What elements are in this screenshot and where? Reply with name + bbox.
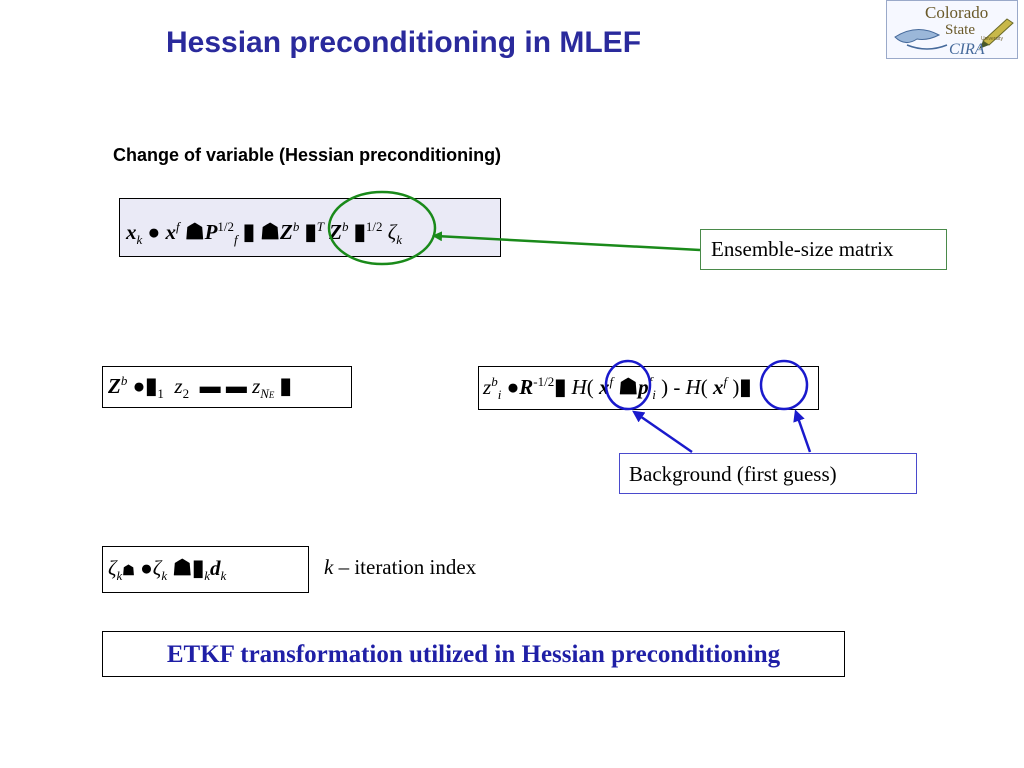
- column-definition-equation: zbi ●R-1/2▮ H( xf ☗pfi ) - H( xf )▮: [478, 366, 819, 410]
- eq1-content: xk ● xf ☗P1/2f ▮ ☗Zb ▮T Zb ▮1/2 ζk: [126, 219, 403, 248]
- eq4-d: d: [209, 556, 221, 580]
- logo-text-colorado: Colorado: [925, 3, 988, 22]
- eq3-sup-f1: f: [609, 374, 614, 389]
- eq1-Z2: Z: [329, 220, 342, 244]
- eq2-sub-N: N: [260, 386, 269, 402]
- eq3-R: R: [519, 375, 534, 399]
- logo-text-university: University: [981, 36, 1003, 42]
- eq3-minus: -: [668, 375, 686, 399]
- eq3-neg-half: -1/2: [533, 374, 555, 389]
- eq3-open2: (: [700, 375, 708, 399]
- background-first-guess-label: Background (first guess): [619, 453, 917, 494]
- eq4-sub-k1: k: [116, 568, 123, 584]
- eq3-x2: x: [713, 375, 724, 399]
- eq4-zeta2: ζ: [152, 556, 162, 580]
- eq2-Z: Z: [108, 374, 121, 398]
- logo-graphic: Colorado State University CIRA: [894, 3, 1014, 58]
- eq4-sub-k2: k: [161, 568, 168, 584]
- eq4-sub-k4: k: [220, 568, 227, 584]
- logo-text-state: State: [945, 22, 975, 38]
- section-subtitle: Change of variable (Hessian precondition…: [113, 145, 502, 165]
- eq3-H1: H: [571, 375, 587, 399]
- logo-text-cira: CIRA: [949, 41, 985, 58]
- eq3-H2: H: [685, 375, 701, 399]
- ensemble-matrix-equation: Zb ●▮1 z2 ▬ ▬ zNE ▮: [102, 366, 352, 408]
- eq3-content: zbi ●R-1/2▮ H( xf ☗pfi ) - H( xf )▮: [483, 374, 752, 403]
- eq1-sup-f: f: [175, 219, 180, 234]
- eq2-sub-2: 2: [182, 386, 190, 402]
- eq3-p: p: [638, 375, 649, 399]
- eq1-x: x: [126, 220, 137, 244]
- eq4-zeta1: ζ: [108, 556, 117, 580]
- eq3-z: z: [483, 375, 492, 399]
- eq2-z2: z: [174, 374, 183, 398]
- blue-arrow-left: [632, 410, 693, 454]
- eq1-P: P: [204, 220, 218, 244]
- csu-cira-logo: Colorado State University CIRA: [886, 0, 1018, 59]
- eq3-close1: ): [661, 375, 669, 399]
- eq4-content: ζk☗ ●ζk ☗▮kdk: [108, 555, 227, 584]
- eq1-sup-b2: b: [342, 219, 349, 234]
- eq1-sub-k2: k: [396, 232, 403, 248]
- eq3-sup-b: b: [491, 374, 498, 389]
- eq3-x1: x: [599, 375, 610, 399]
- blue-arrow-right: [793, 409, 812, 453]
- eq3-open1: (: [586, 375, 594, 399]
- iteration-k: k: [324, 555, 334, 579]
- eq1-zeta: ζ: [387, 220, 397, 244]
- eq2-sup-b: b: [120, 373, 128, 388]
- eq1-half: 1/2: [217, 219, 235, 234]
- eq2-zN: z: [252, 374, 261, 398]
- eq4-sub-k3: k: [204, 568, 210, 584]
- eq1-blot: ☗: [184, 219, 205, 244]
- change-of-variable-equation: xk ● xf ☗P1/2f ▮ ☗Zb ▮T Zb ▮1/2 ζk: [119, 198, 501, 257]
- eq2-sub-E: E: [268, 390, 275, 401]
- slide-title: Hessian preconditioning in MLEF: [166, 26, 642, 59]
- eq3-sup-f3: f: [723, 374, 728, 389]
- ensemble-size-label: Ensemble-size matrix: [700, 229, 947, 270]
- eq2-content: Zb ●▮1 z2 ▬ ▬ zNE ▮: [108, 373, 292, 402]
- eq1-half2: 1/2: [365, 219, 383, 234]
- eq3-close2: ): [732, 375, 740, 399]
- iteration-index-note: k – iteration index: [324, 555, 476, 580]
- eq2-sub-1: 1: [157, 386, 164, 402]
- iteration-equation: ζk☗ ●ζk ☗▮kdk: [102, 546, 309, 593]
- eq3-sub-i2: i: [652, 387, 656, 403]
- eq1-sup-T: T: [316, 219, 324, 234]
- eq1-sup-b1: b: [292, 219, 300, 234]
- etkf-callout-text: ETKF transformation utilized in Hessian …: [166, 641, 781, 668]
- eq3-sub-i: i: [497, 387, 502, 403]
- eq1-sub-k: k: [136, 232, 143, 248]
- eq1-sub-f: f: [234, 232, 238, 248]
- eq1-Z1: Z: [280, 220, 293, 244]
- etkf-callout-box: ETKF transformation utilized in Hessian …: [102, 631, 845, 677]
- iteration-text: – iteration index: [333, 555, 477, 579]
- eq1-xf: x: [165, 220, 176, 244]
